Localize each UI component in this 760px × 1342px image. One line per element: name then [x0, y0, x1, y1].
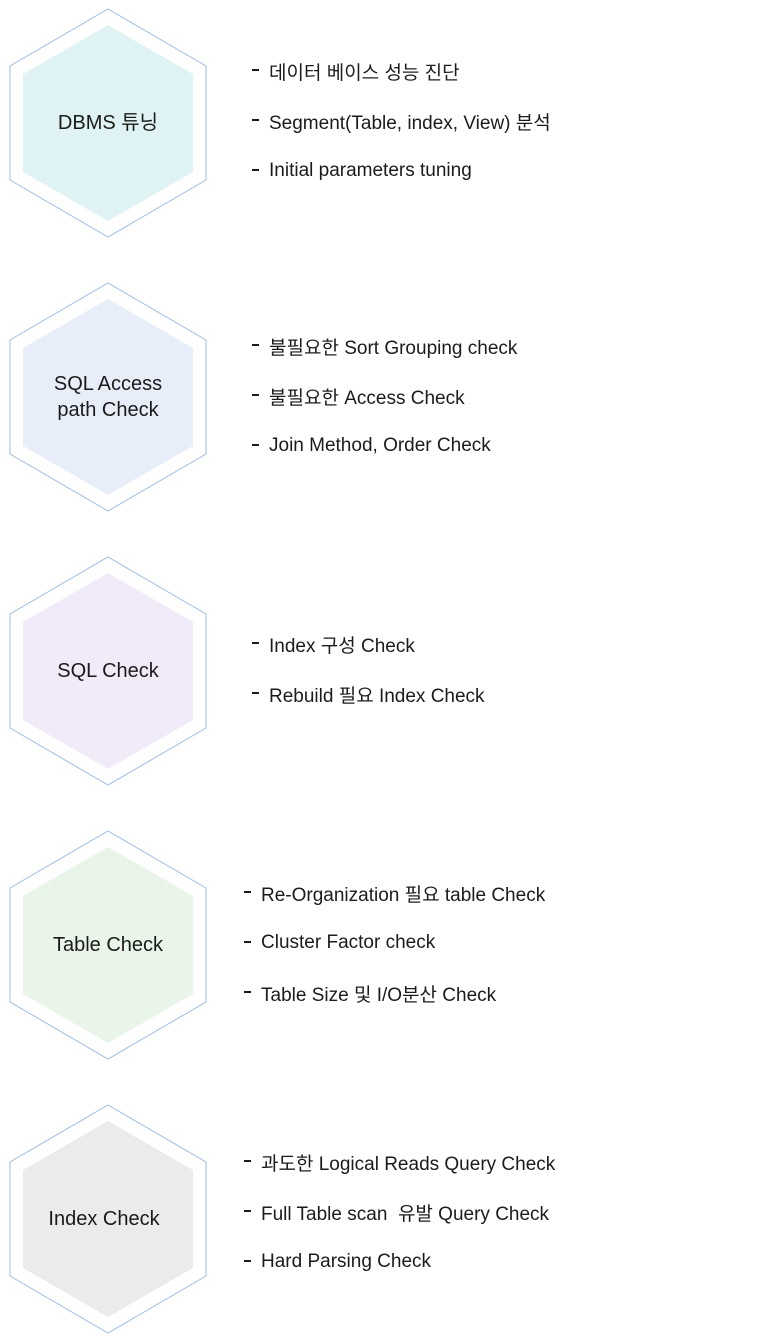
dash-bullet-icon	[252, 394, 259, 396]
list-item: Full Table scan 유발 Query Check	[244, 1200, 550, 1225]
hexagon-shape	[9, 556, 207, 786]
list-item: 불필요한 Access Check	[252, 384, 465, 409]
dash-bullet-icon	[244, 941, 251, 943]
section-sql-access-path-check: SQL Access path Check 불필요한 Sort Grouping…	[0, 282, 760, 512]
hexagon-title: SQL Check	[57, 660, 159, 682]
dash-bullet-icon	[244, 991, 251, 993]
list-item: Segment(Table, index, View) 분석	[252, 109, 551, 134]
dash-bullet-icon	[252, 692, 259, 694]
list-item: Hard Parsing Check	[244, 1250, 431, 1274]
hexagon-badge: DBMS 튜닝	[8, 8, 208, 238]
hexagon-badge: Table Check	[8, 830, 208, 1060]
list-item-text: Rebuild 필요 Index Check	[269, 685, 485, 707]
section-index-check: Index Check 과도한 Logical Reads Query Chec…	[0, 1104, 760, 1334]
hexagon-title: DBMS 튜닝	[57, 112, 159, 134]
hexagon-title: Index Check	[48, 1208, 160, 1230]
dash-bullet-icon	[252, 119, 259, 121]
list-item-text: 불필요한 Access Check	[269, 387, 465, 409]
hexagon-fill	[23, 1121, 193, 1317]
dash-bullet-icon	[252, 344, 259, 346]
list-item-text: Full Table scan 유발 Query Check	[261, 1203, 550, 1225]
hexagon-badge: SQL Check	[8, 556, 208, 786]
list-item: Initial parameters tuning	[252, 159, 472, 183]
list-item: Index 구성 Check	[252, 632, 415, 657]
list-item-text: 불필요한 Sort Grouping check	[269, 337, 518, 359]
hexagon-shape	[9, 282, 207, 512]
hexagon-fill	[23, 299, 193, 495]
list-item-text: Cluster Factor check	[261, 932, 436, 953]
dash-bullet-icon	[244, 1260, 251, 1262]
hexagon-fill	[23, 573, 193, 769]
list-item: Cluster Factor check	[244, 931, 435, 955]
list-item-text: Join Method, Order Check	[269, 435, 491, 456]
hexagon-fill	[23, 847, 193, 1043]
list-item: 불필요한 Sort Grouping check	[252, 334, 518, 359]
dash-bullet-icon	[244, 891, 251, 893]
list-item-text: Table Size 및 I/O분산 Check	[261, 984, 497, 1006]
list-item: Rebuild 필요 Index Check	[252, 682, 485, 707]
hexagon-title: SQL Access path Check	[53, 373, 163, 421]
section-sql-check: SQL Check Index 구성 Check Rebuild 필요 Inde…	[0, 556, 760, 786]
section-dbms-tuning: DBMS 튜닝 데이터 베이스 성능 진단 Segment(Table, ind…	[0, 8, 760, 238]
hexagon-title: Table Check	[52, 934, 164, 956]
list-item-text: Hard Parsing Check	[261, 1251, 432, 1272]
list-item-text: Re-Organization 필요 table Check	[261, 884, 546, 906]
hexagon-badge: Index Check	[8, 1104, 208, 1334]
section-table-check: Table Check Re-Organization 필요 table Che…	[0, 830, 760, 1060]
list-item: Join Method, Order Check	[252, 434, 491, 458]
dash-bullet-icon	[252, 444, 259, 446]
list-item-text: 데이터 베이스 성능 진단	[269, 62, 460, 84]
list-item-text: Index 구성 Check	[269, 635, 415, 657]
dash-bullet-icon	[252, 69, 259, 71]
list-item: Table Size 및 I/O분산 Check	[244, 981, 497, 1006]
dash-bullet-icon	[244, 1160, 251, 1162]
hexagon-shape	[9, 1104, 207, 1334]
list-item: Re-Organization 필요 table Check	[244, 881, 546, 906]
hexagon-shape	[9, 8, 207, 238]
dash-bullet-icon	[252, 169, 259, 171]
list-item: 데이터 베이스 성능 진단	[252, 59, 460, 84]
hexagon-badge: SQL Access path Check	[8, 282, 208, 512]
list-item-text: Segment(Table, index, View) 분석	[269, 112, 551, 134]
dash-bullet-icon	[244, 1210, 251, 1212]
hexagon-shape	[9, 830, 207, 1060]
dash-bullet-icon	[252, 642, 259, 644]
hexagon-fill	[23, 25, 193, 221]
list-item-text: Initial parameters tuning	[269, 160, 472, 181]
list-item: 과도한 Logical Reads Query Check	[244, 1150, 556, 1175]
list-item-text: 과도한 Logical Reads Query Check	[261, 1153, 556, 1175]
